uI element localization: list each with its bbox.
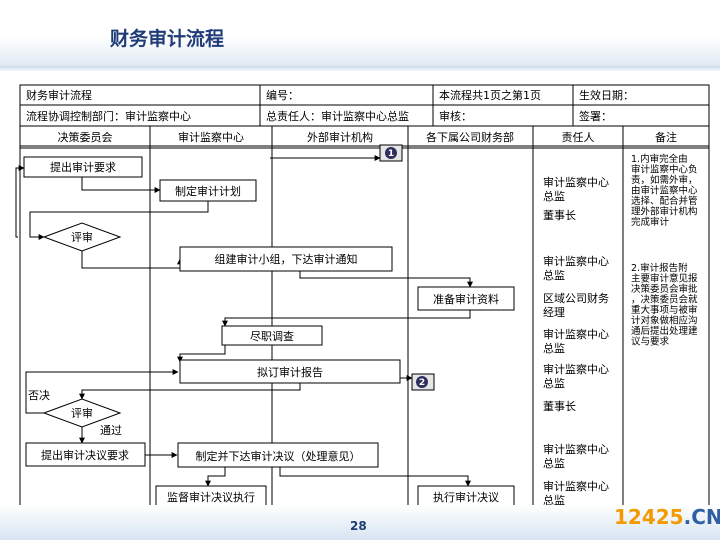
step-s5: 尽职调查	[250, 329, 294, 343]
connectors	[15, 155, 473, 487]
responsible-6: 董事长	[543, 400, 576, 413]
arrow-s3-s4	[299, 271, 473, 288]
responsible-5: 审计监察中心总监	[543, 362, 609, 390]
responsible-3: 区域公司财务经理	[543, 291, 609, 319]
arrow-s6-d2	[79, 383, 301, 400]
marker-1-label: 1	[388, 149, 394, 159]
marker-2-icon	[416, 376, 428, 388]
step-s8: 制定并下达审计决议（处理意见）	[196, 449, 361, 463]
arrow-d2-reject	[25, 369, 179, 414]
arrow-s8-s10	[279, 467, 471, 487]
responsible-1: 董事长	[543, 209, 576, 222]
responsible-column: 审计监察中心总监董事长审计监察中心总监区域公司财务经理审计监察中心总监审计监察中…	[543, 175, 609, 507]
step-s2: 制定审计计划	[175, 184, 241, 198]
logo-number: 12425	[614, 505, 684, 529]
box-s8	[177, 442, 379, 468]
box-s5	[221, 325, 323, 346]
arrow-s2-d1	[29, 201, 209, 240]
lane-notes: 备注	[655, 130, 677, 144]
marker-1-icon	[385, 147, 397, 159]
arrow-s4-s5	[222, 310, 471, 327]
label-reject: 否决	[28, 389, 50, 402]
box-s3	[179, 246, 393, 272]
lane-external: 外部审计机构	[307, 130, 373, 144]
label-pass: 通过	[100, 424, 122, 437]
header-r1c2: 编号：	[266, 88, 299, 102]
step-d2: 评审	[71, 406, 93, 420]
marker-2-label: 2	[419, 378, 425, 388]
lane-subsidiary: 各下属公司财务部	[426, 130, 514, 144]
notes-column: 1.内审完全由审计监察中心负责，如需外审，由审计监察中心选择、配合并管理外部审计…	[631, 153, 698, 348]
box-s6	[179, 359, 401, 384]
arrow-s8-s9	[205, 467, 226, 487]
page-title: 财务审计流程	[110, 28, 225, 50]
note-2: 2.审计报告附主要审计意见报决策委员会审批，决策委员会就重大事项与被审计对象做相…	[631, 262, 698, 348]
site-logo: 12425.CN	[614, 505, 720, 529]
header-r2c2: 总责任人：审计监察中心总监	[266, 109, 409, 123]
step-d1: 评审	[71, 230, 93, 244]
header-r2c3: 审核：	[439, 109, 472, 123]
table-frame	[19, 84, 710, 512]
responsible-0: 审计监察中心总监	[543, 175, 609, 203]
diamond-d1	[42, 222, 122, 252]
header-r2c4: 签署：	[579, 109, 612, 123]
box-s4	[417, 286, 515, 311]
lane-responsible: 责任人	[562, 131, 595, 144]
box-s7	[25, 442, 146, 467]
lane-decision: 决策委员会	[58, 130, 113, 144]
diamond-d2	[42, 398, 122, 428]
step-s3: 组建审计小组，下达审计通知	[215, 252, 358, 266]
header-r1c4: 生效日期：	[579, 88, 634, 102]
box-s1	[23, 156, 143, 178]
logo-domain: .CN	[683, 505, 720, 529]
process-boxes	[23, 156, 515, 509]
arrow-s5-s6	[177, 345, 226, 363]
header-r2c1: 流程协调控制部门：审计监察中心	[26, 109, 191, 123]
responsible-2: 审计监察中心总监	[543, 254, 609, 282]
top-rule	[0, 66, 720, 72]
step-s1: 提出审计要求	[50, 160, 116, 174]
box-s2	[159, 179, 257, 202]
step-s6: 拟订审计报告	[257, 365, 323, 379]
lane-audit-center: 审计监察中心	[178, 130, 244, 144]
top-band	[0, 0, 720, 66]
responsible-7: 审计监察中心总监	[543, 442, 609, 470]
step-s9: 监督审计决议执行	[167, 490, 255, 504]
arrow-s1-s2	[81, 177, 161, 193]
note-1: 1.内审完全由审计监察中心负责，如需外审，由审计监察中心选择、配合并管理外部审计…	[631, 153, 698, 228]
responsible-8: 审计监察中心总监	[543, 479, 609, 507]
step-s10: 执行审计决议	[433, 490, 499, 504]
responsible-4: 审计监察中心总监	[543, 327, 609, 355]
page-number: 28	[350, 519, 367, 533]
bottom-band	[0, 505, 720, 540]
header-r1c1: 财务审计流程	[26, 88, 92, 102]
arrow-d1-s1	[15, 165, 25, 238]
step-s7: 提出审计决议要求	[41, 448, 129, 462]
step-s4: 准备审计资料	[433, 292, 499, 306]
header-r1c3: 本流程共1页之第1页	[439, 88, 541, 102]
